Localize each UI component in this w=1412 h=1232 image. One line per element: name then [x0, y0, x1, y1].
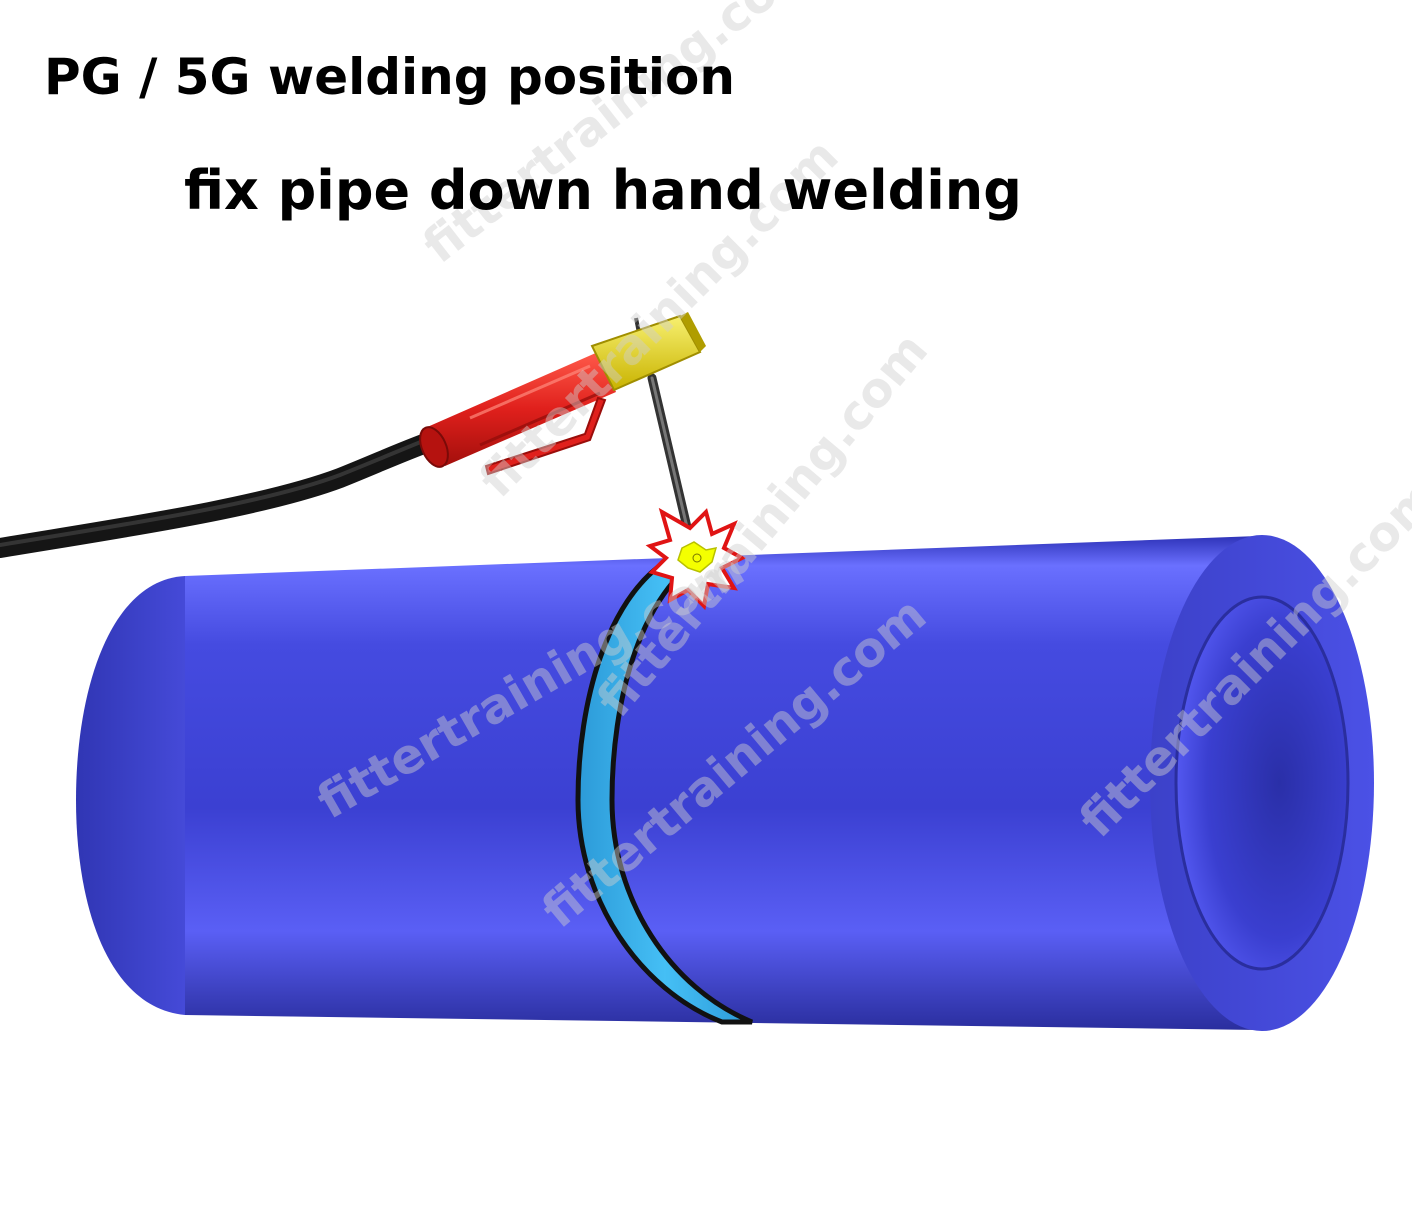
pipe-body — [185, 536, 1258, 1030]
diagram-subtitle: fix pipe down hand welding — [184, 159, 1022, 222]
diagram-title: PG / 5G welding position — [44, 48, 735, 106]
welding-spark-icon — [645, 507, 747, 611]
pipe-bore — [1176, 597, 1348, 969]
holder-handle — [425, 352, 616, 466]
pipe-icon — [76, 535, 1374, 1031]
electrode-holder-icon — [419, 312, 706, 545]
weld-joint — [575, 556, 753, 1025]
pipe-left-end — [76, 576, 185, 1015]
welding-cable — [0, 428, 450, 558]
holder-lever — [484, 396, 607, 476]
